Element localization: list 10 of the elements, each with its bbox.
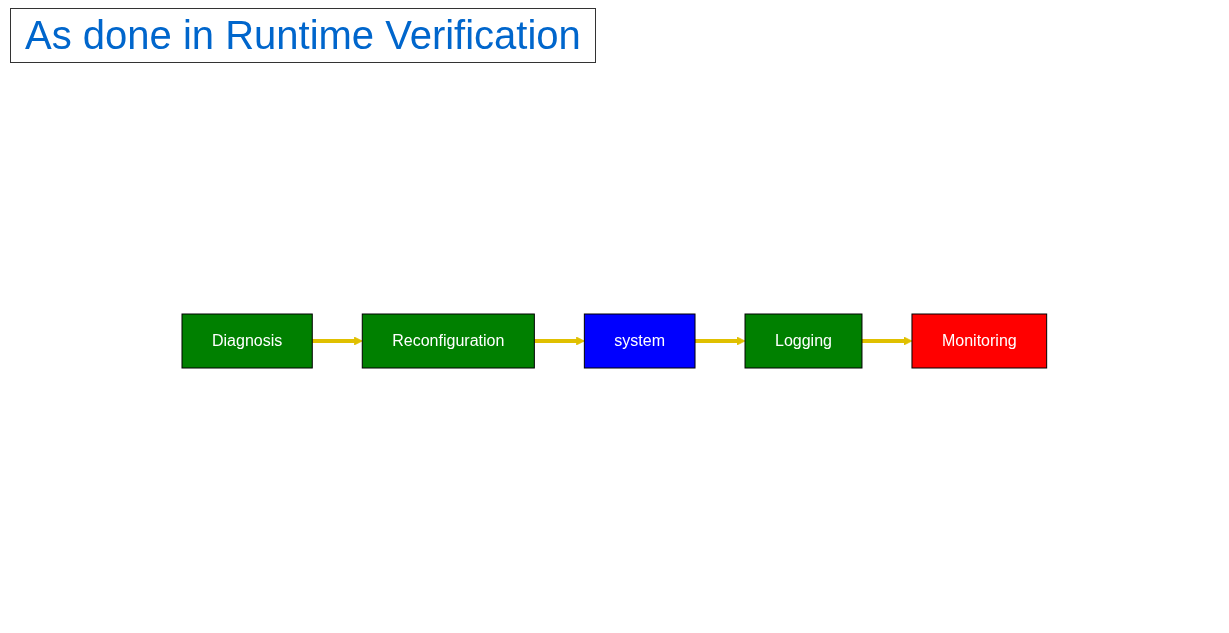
arrow bbox=[862, 336, 913, 346]
node-box: Diagnosis bbox=[181, 313, 313, 369]
node-box: Reconfiguration bbox=[361, 313, 535, 369]
arrow bbox=[695, 336, 746, 346]
node-box: Monitoring bbox=[911, 313, 1048, 369]
title-banner: As done in Runtime Verification bbox=[10, 8, 596, 63]
arrow bbox=[312, 336, 363, 346]
node-box: system bbox=[584, 313, 696, 369]
node-box: Logging bbox=[744, 313, 863, 369]
arrow bbox=[534, 336, 585, 346]
